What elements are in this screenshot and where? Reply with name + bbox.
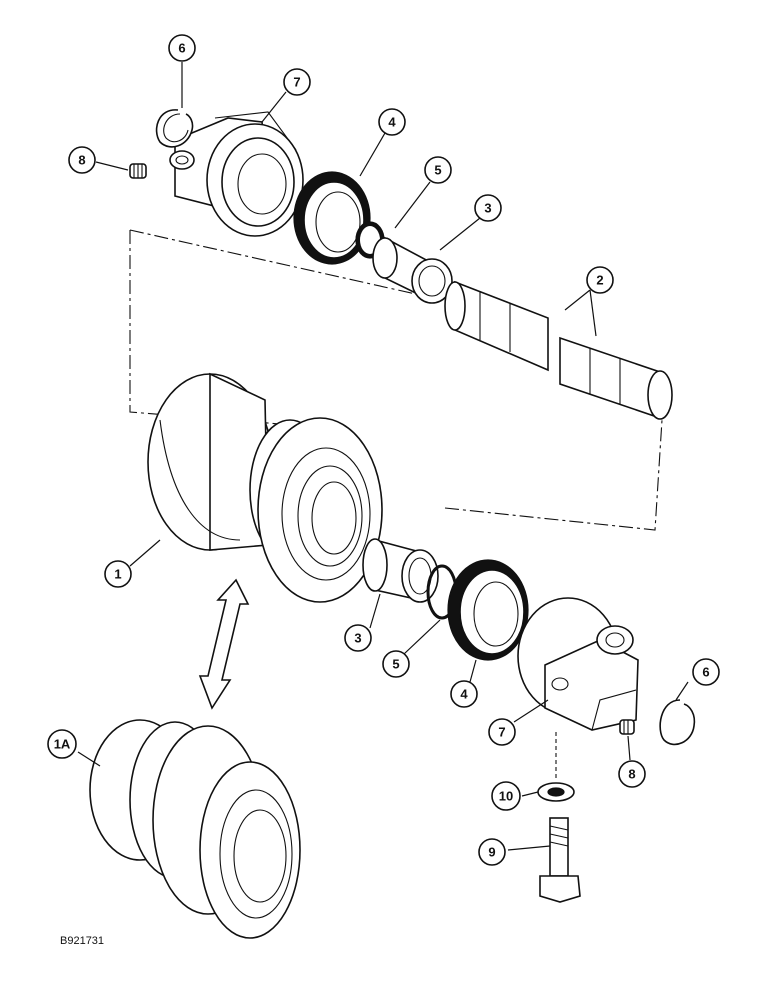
callout-4-top: 4 bbox=[378, 108, 406, 136]
shaft-part bbox=[444, 280, 673, 420]
callout-8-bottom-label: 8 bbox=[628, 767, 635, 782]
callout-6-top-label: 6 bbox=[178, 41, 185, 56]
callout-5-bottom: 5 bbox=[382, 650, 410, 678]
washer-part bbox=[537, 782, 575, 802]
callout-9-label: 9 bbox=[488, 845, 495, 860]
track-roller-part bbox=[147, 372, 383, 603]
callout-8-top: 8 bbox=[68, 146, 96, 174]
bottom-collar-part bbox=[517, 597, 639, 731]
callout-6-top: 6 bbox=[168, 34, 196, 62]
callout-3-top: 3 bbox=[474, 194, 502, 222]
callout-10-label: 10 bbox=[499, 789, 513, 804]
callout-8-top-label: 8 bbox=[78, 153, 85, 168]
top-plug-part bbox=[129, 163, 147, 179]
callout-3-bottom: 3 bbox=[344, 624, 372, 652]
callout-1-label: 1 bbox=[114, 567, 121, 582]
bottom-seal-part bbox=[447, 559, 529, 661]
callout-3-bottom-label: 3 bbox=[354, 631, 361, 646]
top-seal-part bbox=[293, 171, 371, 265]
callout-7-bottom-label: 7 bbox=[498, 725, 505, 740]
callout-6-bottom: 6 bbox=[692, 658, 720, 686]
callout-5-bottom-label: 5 bbox=[392, 657, 399, 672]
callout-9: 9 bbox=[478, 838, 506, 866]
callout-8-bottom: 8 bbox=[618, 760, 646, 788]
double-arrow bbox=[198, 578, 250, 710]
callout-7-bottom: 7 bbox=[488, 718, 516, 746]
assembly-boundary-line bbox=[129, 229, 663, 531]
alternative-roller-part bbox=[89, 719, 301, 939]
callout-2-label: 2 bbox=[596, 273, 603, 288]
callout-1a-label: 1A bbox=[54, 737, 71, 752]
figure-id: B921731 bbox=[60, 935, 105, 947]
callout-6-bottom-label: 6 bbox=[702, 665, 709, 680]
callout-4-bottom: 4 bbox=[450, 680, 478, 708]
callout-7-top: 7 bbox=[283, 68, 311, 96]
callout-5-top-label: 5 bbox=[434, 163, 441, 178]
callout-7-top-label: 7 bbox=[293, 75, 300, 90]
callout-2: 2 bbox=[586, 266, 614, 294]
bottom-retaining-ring bbox=[659, 699, 696, 746]
bolt-part bbox=[539, 817, 581, 903]
callout-5-top: 5 bbox=[424, 156, 452, 184]
bottom-plug-part bbox=[619, 719, 635, 735]
callout-3-top-label: 3 bbox=[484, 201, 491, 216]
top-bushing-part bbox=[372, 236, 453, 304]
top-collar-part bbox=[169, 111, 304, 237]
callout-4-top-label: 4 bbox=[388, 115, 396, 130]
callout-1a: 1A bbox=[47, 729, 77, 759]
callout-1: 1 bbox=[104, 560, 132, 588]
callout-10: 10 bbox=[491, 781, 521, 811]
callout-4-bottom-label: 4 bbox=[460, 687, 468, 702]
